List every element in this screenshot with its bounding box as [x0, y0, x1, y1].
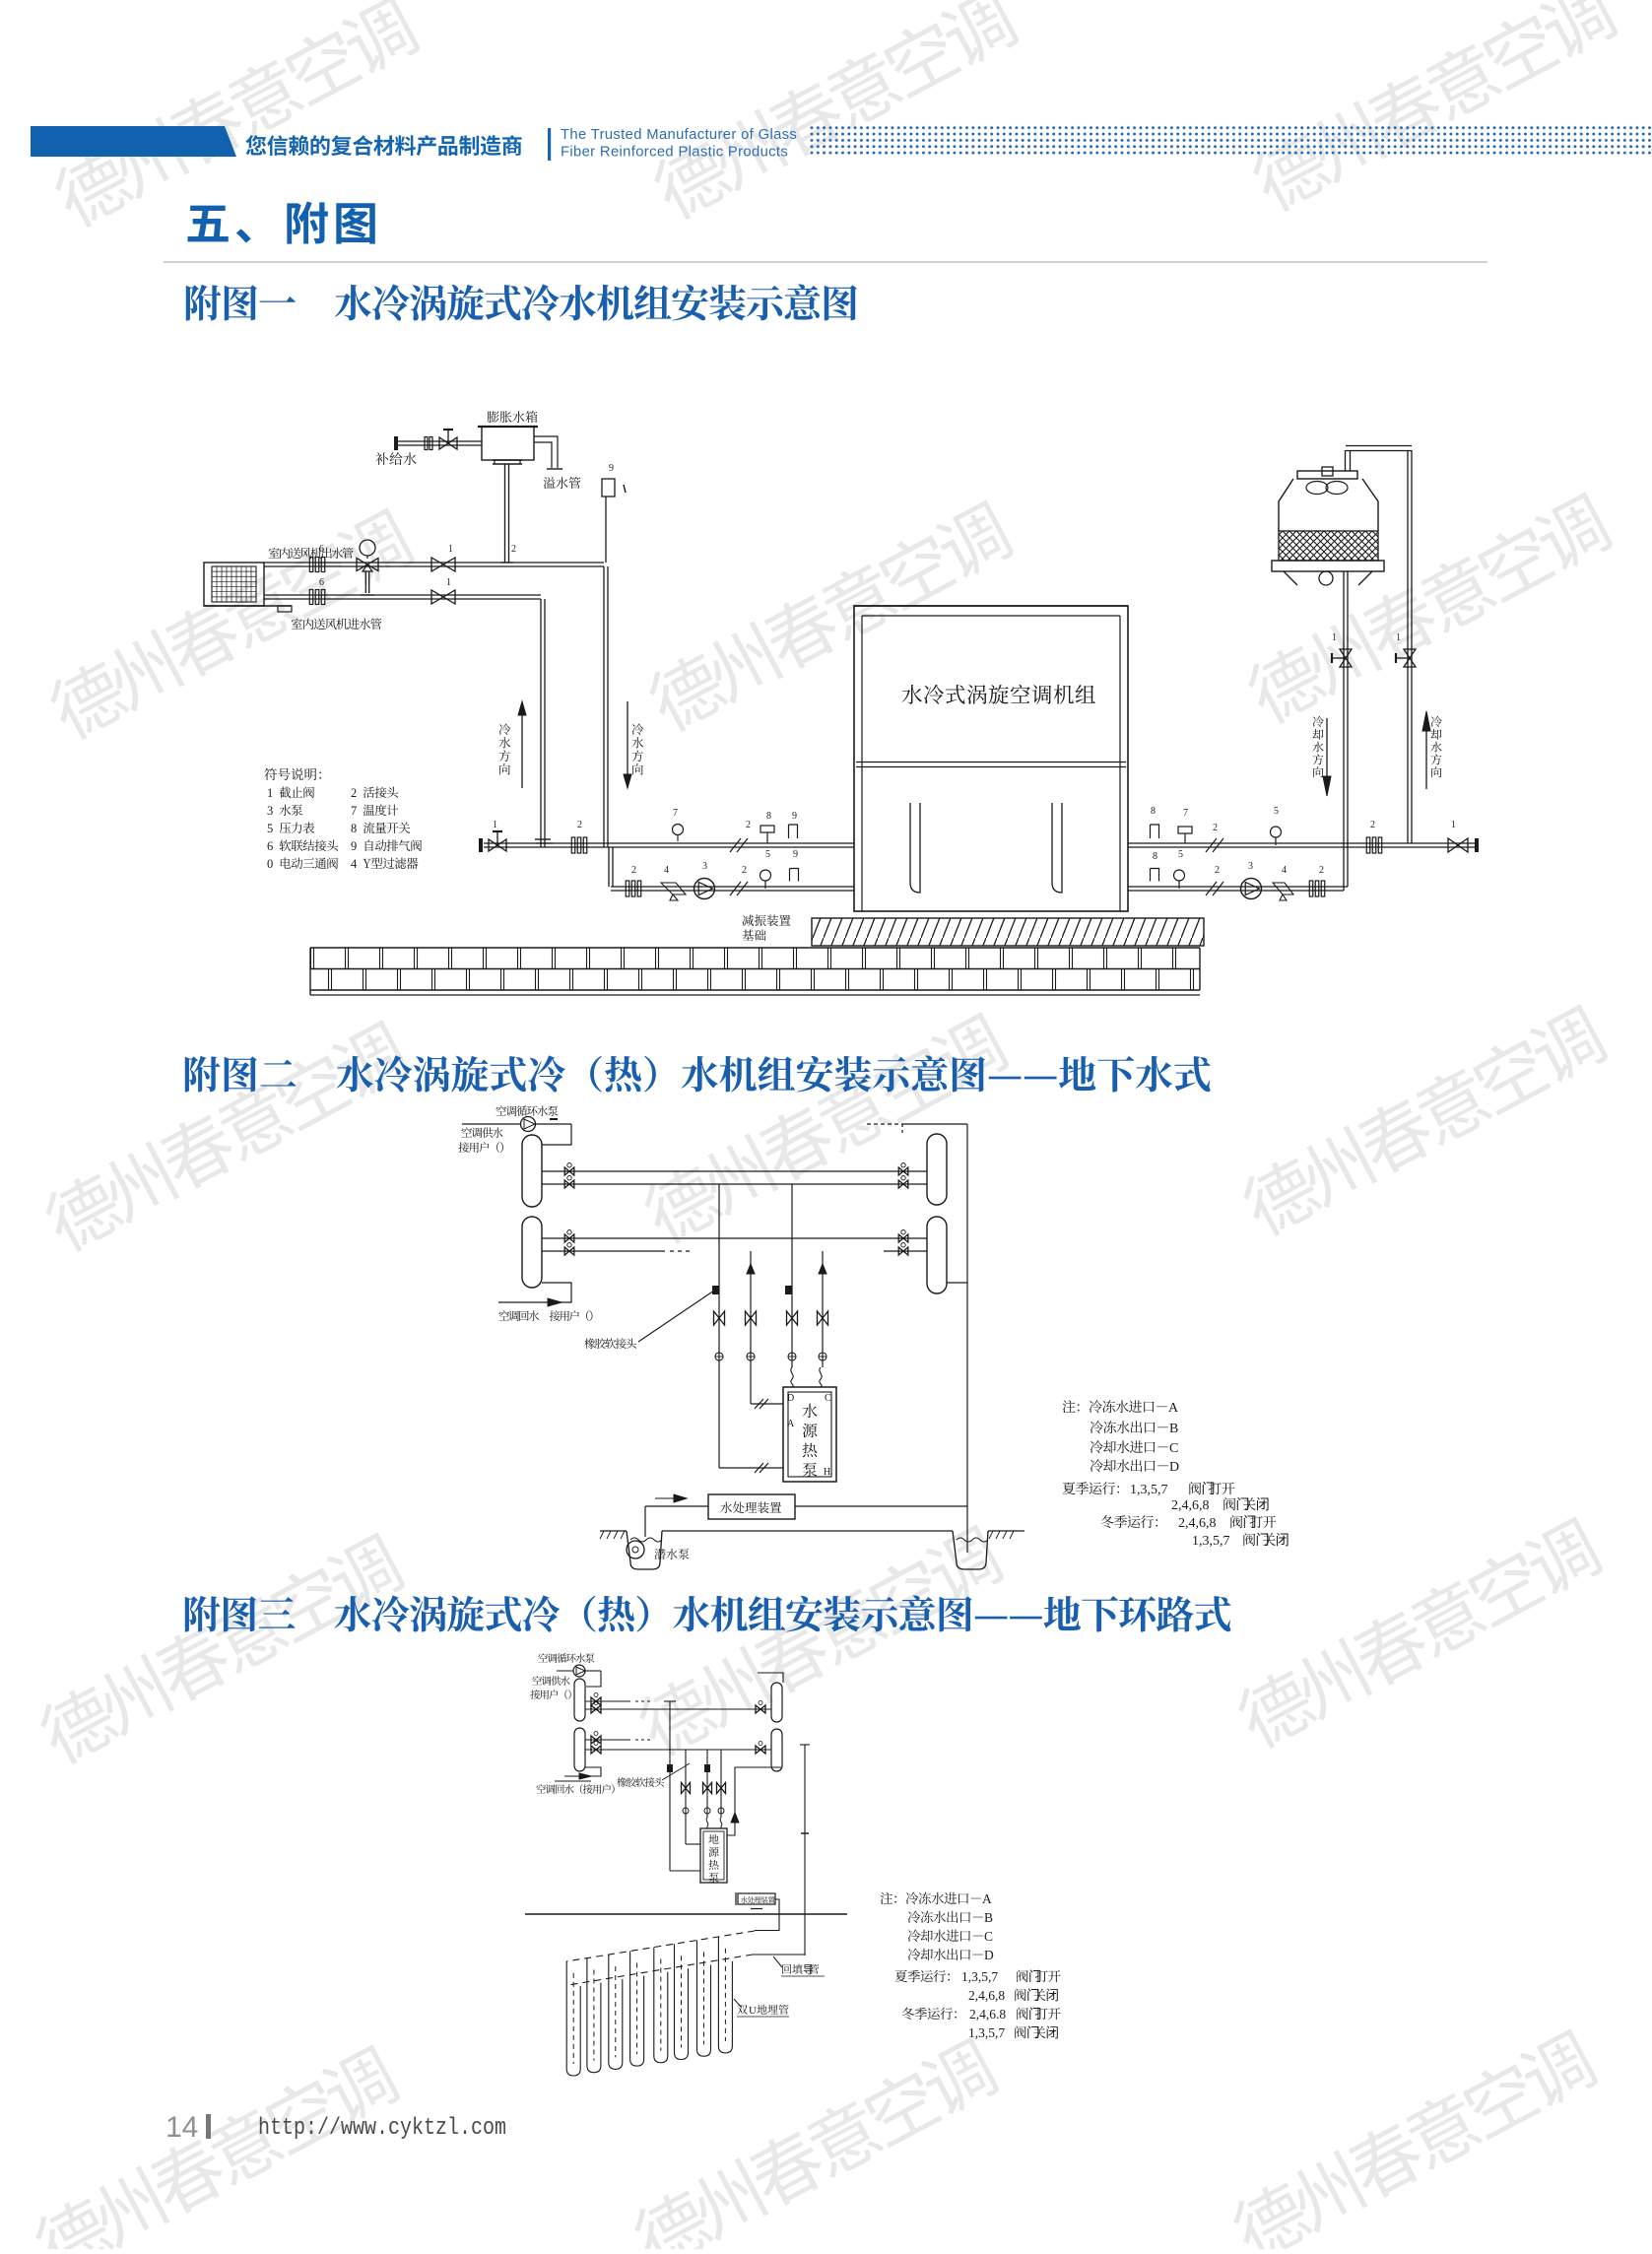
svg-text:A: A — [787, 1419, 795, 1429]
svg-text:9: 9 — [351, 839, 357, 853]
svg-text:1: 1 — [1451, 820, 1456, 830]
svg-text:3: 3 — [702, 861, 707, 872]
svg-text:4: 4 — [351, 857, 358, 871]
svg-text:B: B — [1169, 1422, 1178, 1436]
svg-text:门: 门 — [1236, 1497, 1250, 1513]
svg-text:7: 7 — [1183, 808, 1188, 819]
svg-text:A: A — [1168, 1401, 1179, 1416]
svg-text:D: D — [984, 1948, 994, 1962]
svg-text:门: 门 — [1028, 2007, 1042, 2022]
svg-text:2: 2 — [1319, 865, 1324, 876]
svg-text:The Trusted Manufacturer of Gl: The Trusted Manufacturer of Glass — [561, 127, 797, 143]
svg-text:闭: 闭 — [1046, 1988, 1060, 2003]
svg-text:3: 3 — [1248, 861, 1253, 872]
svg-text:D: D — [787, 1393, 794, 1404]
svg-text:门: 门 — [1202, 1482, 1216, 1497]
svg-text:5: 5 — [1274, 806, 1279, 817]
svg-text:8: 8 — [351, 822, 357, 835]
svg-text:6: 6 — [267, 839, 273, 853]
svg-text:9: 9 — [792, 811, 797, 822]
svg-text:2: 2 — [1370, 820, 1375, 830]
svg-text:9: 9 — [793, 849, 798, 860]
svg-text:1,3,5,7: 1,3,5,7 — [961, 1969, 998, 1984]
svg-text:1: 1 — [1332, 632, 1337, 643]
svg-text:门: 门 — [1028, 1969, 1042, 1984]
svg-text:2: 2 — [351, 786, 357, 800]
svg-text:5: 5 — [765, 849, 770, 860]
svg-text:门: 门 — [1256, 1533, 1270, 1549]
svg-text:7: 7 — [351, 804, 357, 818]
svg-text:6: 6 — [319, 544, 324, 555]
svg-text:Fiber Reinforced Plastic Produ: Fiber Reinforced Plastic Products — [561, 145, 788, 161]
svg-text:D: D — [1169, 1460, 1179, 1475]
svg-text:5: 5 — [267, 822, 273, 835]
svg-text:1,3,5,7: 1,3,5,7 — [1192, 1534, 1230, 1549]
svg-text:14: 14 — [165, 2111, 198, 2144]
svg-text:2: 2 — [511, 544, 516, 555]
svg-text:5: 5 — [1178, 849, 1183, 860]
svg-text:8: 8 — [1151, 806, 1156, 817]
svg-text:1: 1 — [267, 786, 273, 800]
svg-text:7: 7 — [673, 808, 678, 819]
svg-text:1: 1 — [1396, 632, 1401, 643]
svg-text:8: 8 — [1153, 851, 1157, 862]
svg-text:门: 门 — [1243, 1515, 1257, 1531]
svg-text:1: 1 — [493, 820, 497, 830]
svg-text:A: A — [982, 1891, 992, 1906]
svg-text:2: 2 — [746, 820, 751, 830]
svg-text:1,3,5,7: 1,3,5,7 — [968, 2025, 1005, 2040]
svg-text:闭: 闭 — [1276, 1533, 1289, 1549]
svg-text:0: 0 — [267, 857, 273, 871]
svg-text:H: H — [824, 1467, 830, 1478]
svg-text:闭: 闭 — [1256, 1497, 1270, 1513]
svg-text:2: 2 — [742, 865, 747, 876]
svg-text:闭: 闭 — [1046, 2025, 1060, 2040]
svg-text:U: U — [749, 2005, 757, 2017]
svg-text:C: C — [984, 1929, 993, 1944]
svg-text:2,4,6.8: 2,4,6.8 — [969, 2007, 1006, 2022]
svg-text:C: C — [1169, 1441, 1178, 1456]
svg-text:1: 1 — [446, 577, 451, 588]
svg-text:4: 4 — [664, 865, 669, 876]
svg-text:B: B — [984, 1910, 993, 1925]
svg-text:2: 2 — [631, 865, 636, 876]
svg-text:6: 6 — [319, 577, 324, 588]
svg-text:C: C — [825, 1393, 831, 1404]
svg-text:3: 3 — [267, 804, 273, 818]
svg-text:1,3,5,7: 1,3,5,7 — [1130, 1483, 1168, 1497]
svg-text:2: 2 — [1213, 823, 1218, 833]
svg-text:2,4,6,8: 2,4,6,8 — [1178, 1516, 1217, 1531]
svg-text:导: 导 — [803, 1963, 814, 1976]
svg-text:http://www.cyktzl.com: http://www.cyktzl.com — [258, 2115, 506, 2142]
svg-text:2: 2 — [577, 820, 582, 830]
svg-text:1: 1 — [448, 544, 453, 555]
svg-text:9: 9 — [609, 463, 614, 474]
svg-text:2,4,6,8: 2,4,6,8 — [1171, 1498, 1210, 1513]
svg-text:8: 8 — [766, 811, 771, 822]
svg-text:2: 2 — [1215, 865, 1220, 876]
svg-text:2,4,6,8: 2,4,6,8 — [968, 1988, 1005, 2003]
svg-text:4: 4 — [1282, 865, 1287, 876]
